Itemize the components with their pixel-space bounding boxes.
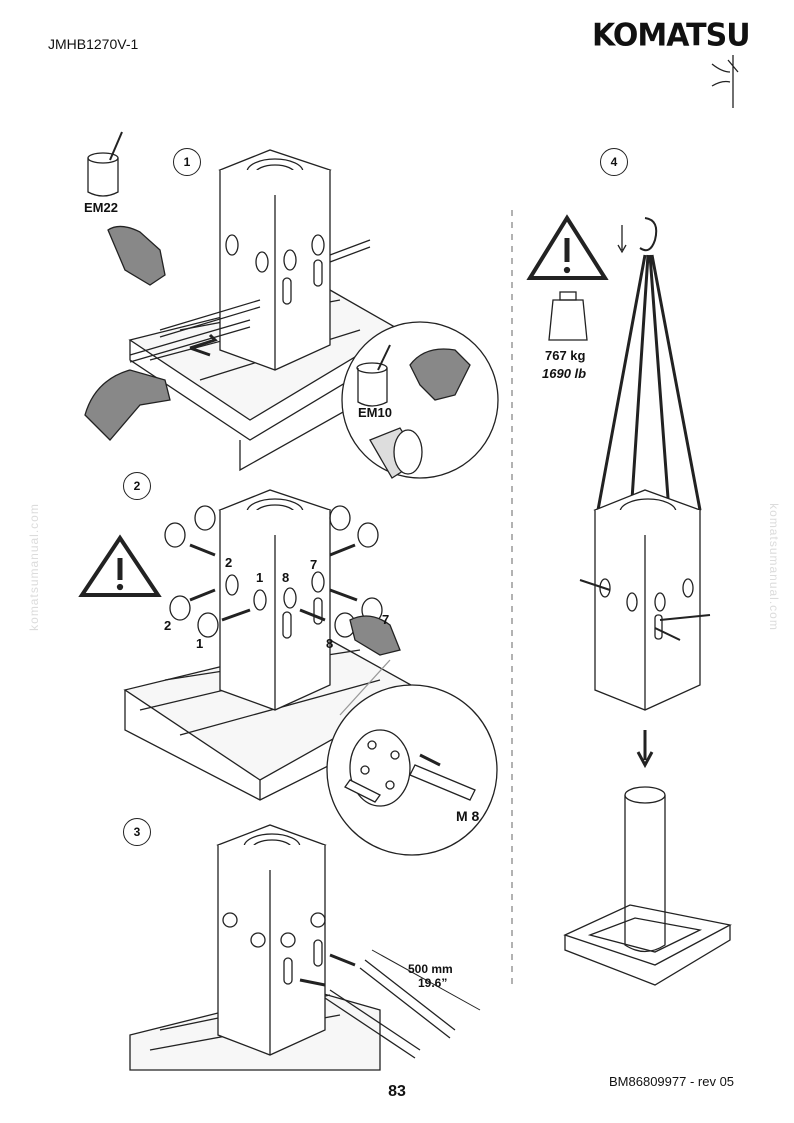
step-number-1: 1 — [173, 148, 201, 176]
grease-label-em10: EM10 — [358, 405, 392, 420]
weight-kg-label: 767 kg — [545, 348, 586, 363]
hole-callout-2: 2 — [225, 555, 233, 570]
bolt-size-label: M 8 — [456, 808, 480, 824]
brand-logo: KOMATSU — [592, 17, 751, 54]
step2-block — [218, 489, 332, 711]
step-number-3: 3 — [123, 818, 151, 846]
hole-callout-7: 7 — [310, 557, 318, 572]
weight-lb-label: 1690 lb — [542, 366, 587, 381]
bushing-callout-2: 2 — [164, 618, 172, 633]
page-number: 83 — [388, 1083, 406, 1100]
watermark-left: komatsumanual.com — [26, 503, 41, 631]
bushing-callout-1: 1 — [196, 636, 204, 651]
pin-length-inch: 19.6” — [418, 976, 448, 990]
hole-callout-1: 1 — [256, 570, 264, 585]
step1-block — [218, 149, 332, 371]
bushing-callout-7: 7 — [382, 612, 390, 627]
step3-block — [216, 824, 327, 1056]
grease-label-em22: EM22 — [84, 200, 118, 215]
step-number-2: 2 — [123, 472, 151, 500]
step-number-4: 4 — [600, 148, 628, 176]
pin-length-mm: 500 mm — [408, 962, 453, 976]
document-reference: BM86809977 - rev 05 — [609, 1074, 735, 1089]
bushing-callout-8: 8 — [326, 636, 334, 651]
step4-block — [593, 489, 702, 711]
watermark-right: komatsumanual.com — [766, 503, 781, 631]
document-code: JMHB1270V-1 — [48, 36, 139, 52]
hole-callout-8: 8 — [282, 570, 290, 585]
